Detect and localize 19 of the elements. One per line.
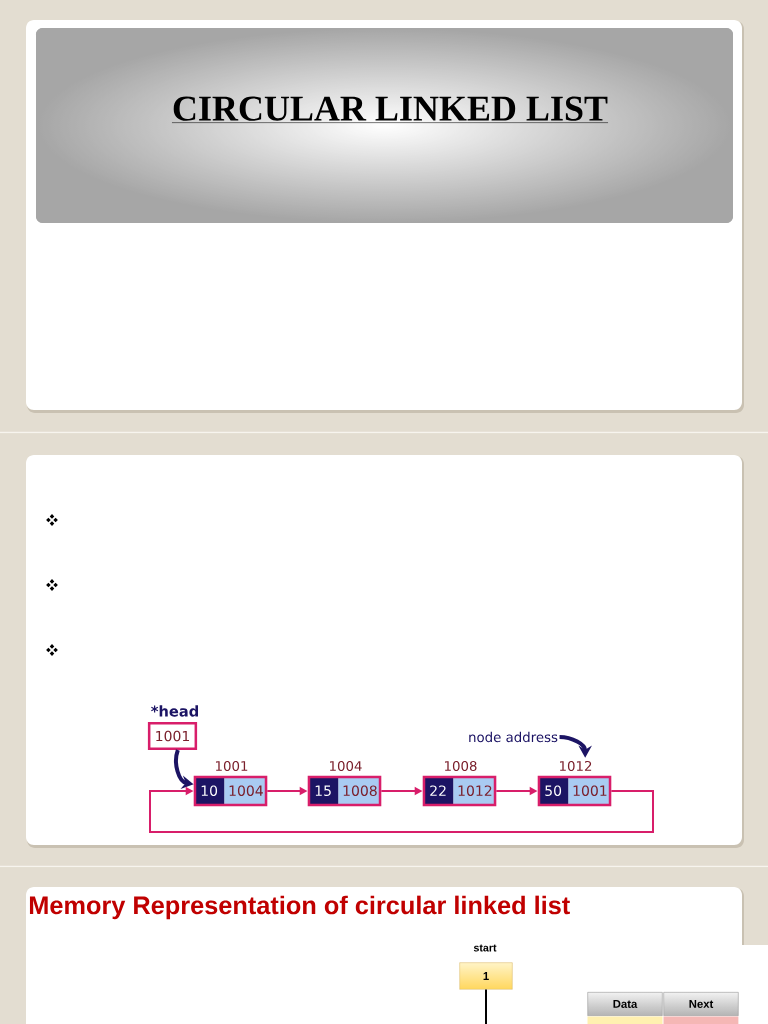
list-node-box: 50 1001 bbox=[537, 775, 612, 807]
list-node-box: 15 1008 bbox=[307, 775, 382, 807]
address-label: 1004 bbox=[330, 760, 362, 772]
address-label: 1008 bbox=[445, 760, 477, 772]
address-label: 1012 bbox=[560, 760, 592, 772]
table-header: Next bbox=[663, 992, 739, 1016]
list-node-box: 22 1012 bbox=[422, 775, 497, 807]
table-header: Data bbox=[587, 992, 663, 1016]
arrow bbox=[149, 786, 654, 833]
annotation-text: node address bbox=[469, 731, 558, 743]
pointer-box: 1 bbox=[459, 962, 513, 990]
title: CIRCULAR LINKED LIST bbox=[171, 96, 609, 123]
pointer-label: start bbox=[473, 944, 497, 952]
pointer-label: *head bbox=[151, 705, 198, 717]
connector-line bbox=[485, 988, 487, 1024]
pointer-box: 1001 bbox=[147, 722, 198, 750]
heading: Memory Representation of circular linked list bbox=[29, 895, 570, 920]
list-node-box: 10 1004 bbox=[193, 775, 268, 807]
address-label: 1001 bbox=[216, 760, 248, 772]
